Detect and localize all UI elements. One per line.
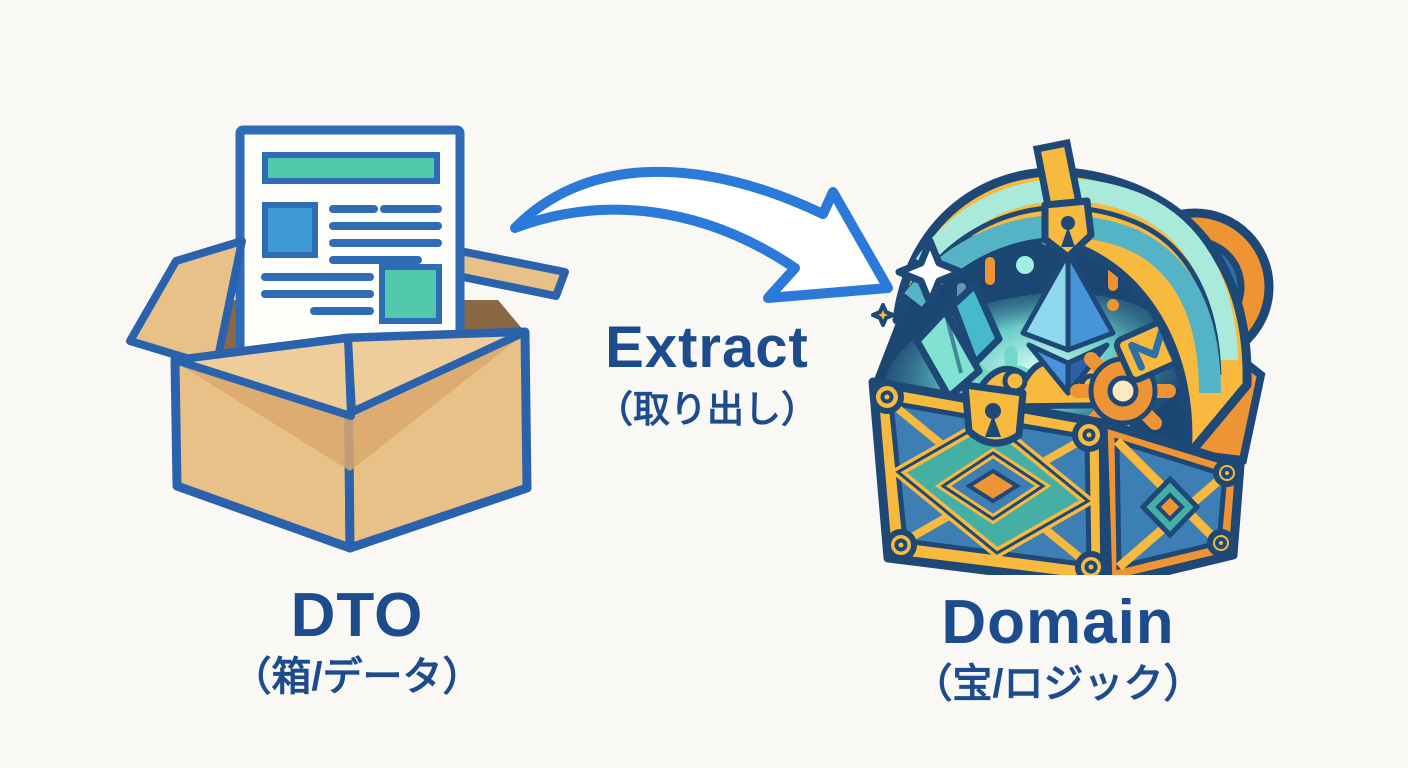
- sparkle-icon-tiny: [871, 303, 895, 327]
- domain-label: Domain: [941, 588, 1175, 657]
- crystal-gem-icon: [913, 281, 1003, 401]
- sparkle-icon: [895, 237, 965, 307]
- treasure-chest-icon: [868, 138, 1274, 575]
- corner-rivets: [870, 380, 1241, 575]
- dto-caption: DTO （箱/データ）: [157, 583, 557, 698]
- glow-dot: [1016, 256, 1034, 274]
- chest-body: [868, 377, 1245, 575]
- document-text-lines: [261, 205, 442, 315]
- dto-label: DTO: [290, 581, 424, 650]
- box-front-flaps: [171, 328, 529, 420]
- curved-arrow-icon: [510, 166, 893, 303]
- chest-lid: [892, 138, 1252, 462]
- keyhole-icon: [1061, 216, 1075, 247]
- document-icon: [235, 125, 465, 360]
- dto-sublabel: （箱/データ）: [231, 655, 483, 700]
- extract-sublabel: （取り出し）: [596, 388, 818, 430]
- extract-label: Extract: [605, 315, 809, 380]
- domain-sublabel: （宝/ロジック）: [912, 662, 1204, 707]
- domain-caption: Domain （宝/ロジック）: [858, 590, 1258, 705]
- open-box-with-document-icon: [126, 125, 569, 553]
- keyhole-plate: [961, 381, 1027, 447]
- extract-caption: Extract （取り出し）: [507, 315, 907, 430]
